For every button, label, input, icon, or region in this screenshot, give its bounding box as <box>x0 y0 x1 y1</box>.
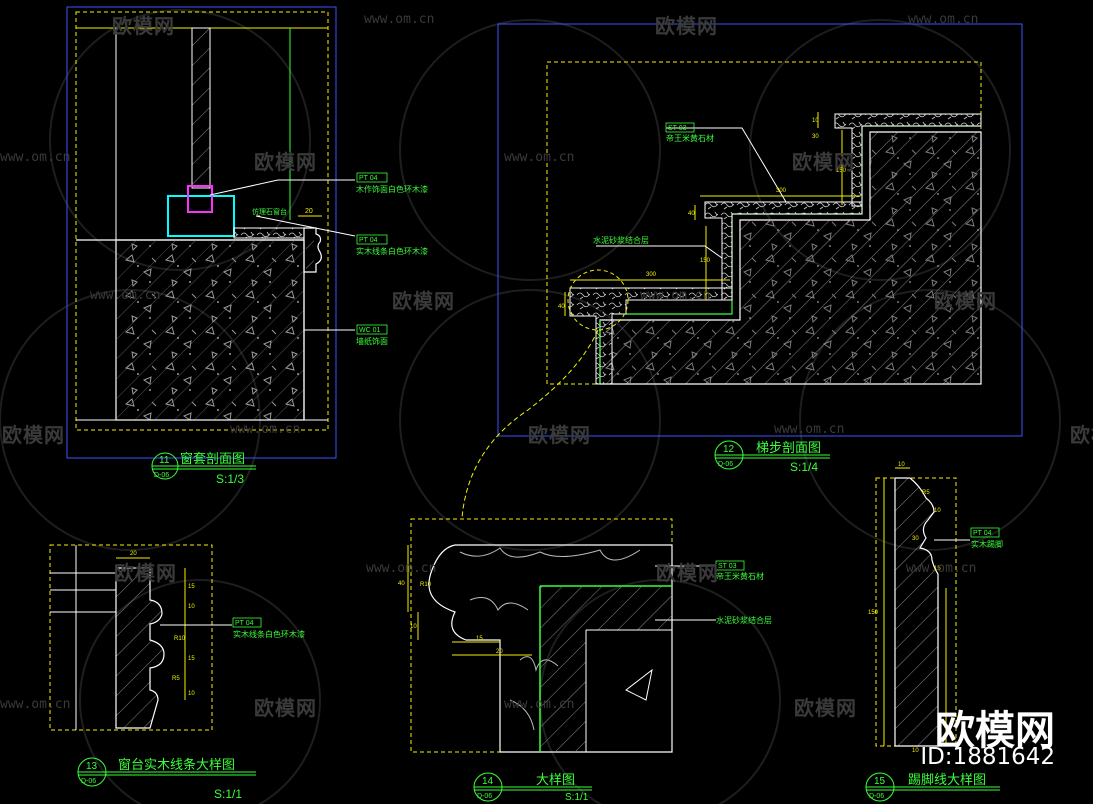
drawing-15-skirting-detail <box>865 467 1000 802</box>
d12-scale: S:1/4 <box>790 460 818 474</box>
d15-no: 15 <box>874 776 886 787</box>
d12-st-text: 帝王米黄石材 <box>666 133 714 143</box>
d12-mortar: 水泥砂浆结合层 <box>593 235 649 245</box>
watermark-brand: 欧模网 <box>656 561 719 585</box>
d12-title: 梯步剖面图 <box>756 440 821 455</box>
watermark-brand: 欧模网 <box>392 289 455 313</box>
d13-dim-top: 20 <box>130 551 137 557</box>
d11-wc-tag: WC 01 <box>359 327 381 334</box>
d12-dim-a: 10 <box>812 118 819 124</box>
d12-dim-e: 40 <box>688 211 695 217</box>
d11-scale: S:1/3 <box>216 472 244 486</box>
d13-dim-6: 10 <box>188 691 195 697</box>
watermark-site: www.om.cn <box>0 150 71 165</box>
watermark-brand: 欧模网 <box>528 423 591 447</box>
d13-dim-4: 15 <box>188 656 195 662</box>
drawing-13-sill-molding-detail <box>49 544 256 787</box>
d11-no: 11 <box>159 455 170 466</box>
watermark-site: www.om.cn <box>908 12 979 27</box>
d13-dim-3: R10 <box>174 636 186 642</box>
d15-title: 踢脚线大样图 <box>908 772 986 787</box>
d11-dim-a: 20 <box>305 208 313 215</box>
d14-st-tag: ST 03 <box>718 563 737 570</box>
watermark-brand: 欧模网 <box>2 423 65 447</box>
d14-dim-w2: 20 <box>496 649 503 655</box>
d12-sheet: D-06 <box>718 461 733 468</box>
watermark-brand: 欧模网 <box>1070 423 1093 447</box>
d14-scale: S:1/1 <box>565 792 589 803</box>
brand-logo: 欧模网 <box>935 708 1055 754</box>
d14-dim-w1: 15 <box>476 636 483 642</box>
d15-dim-b: 15 <box>934 566 941 572</box>
watermark-site: www.om.cn <box>640 288 711 303</box>
d11-pt04b-tag: PT 04 <box>359 237 378 244</box>
model-id: ID:1881642 <box>920 744 1055 770</box>
d14-dim-h1: 40 <box>398 581 405 587</box>
d12-dim-c: 300 <box>776 188 787 194</box>
d12-dim-b: 30 <box>812 134 819 140</box>
d15-dim-v: 10 <box>934 508 941 514</box>
d14-title: 大样图 <box>536 772 575 787</box>
d11-pt04a-tag: PT 04 <box>359 175 378 182</box>
d12-st-tag: ST 03 <box>668 125 687 132</box>
watermark-site: www.om.cn <box>504 697 575 712</box>
d14-no: 14 <box>482 776 494 787</box>
watermark-site: www.om.cn <box>364 12 435 27</box>
d15-dim-total: 150 <box>868 610 879 616</box>
d12-dim-f: 300 <box>646 272 657 278</box>
watermark-site: www.om.cn <box>366 561 437 576</box>
watermark-brand: 欧模网 <box>114 561 177 585</box>
watermark-brand: 欧模网 <box>254 150 317 174</box>
d12-no: 12 <box>723 444 735 455</box>
d14-sheet: D-06 <box>477 793 492 800</box>
d11-title: 窗套剖面图 <box>180 451 245 466</box>
watermark-brand: 欧模网 <box>792 150 855 174</box>
watermark-brand: 欧模网 <box>934 289 997 313</box>
drawing-14-detail <box>407 518 716 802</box>
d15-pt-text: 实木踢脚 <box>971 539 1003 549</box>
d14-dim-r: R10 <box>420 582 432 588</box>
d13-no: 13 <box>86 761 98 772</box>
watermark-brand: 欧模网 <box>794 696 857 720</box>
d11-sill-note: 仿理石窗台 <box>252 207 287 216</box>
d15-pt-tag: PT 04 <box>973 530 992 537</box>
watermark-brand: 欧模网 <box>254 696 317 720</box>
d11-sheet: D-06 <box>154 472 169 479</box>
watermark-site: www.om.cn <box>504 150 575 165</box>
watermark-site: www.om.cn <box>230 422 301 437</box>
d13-dim-2: 10 <box>188 604 195 610</box>
d13-sheet: D-06 <box>81 778 96 785</box>
drawing-12-stair-section <box>461 23 1023 519</box>
d13-dim-1: 15 <box>188 584 195 590</box>
d14-st-text: 帝王米黄石材 <box>716 571 764 581</box>
d12-dim-d: 150 <box>836 168 847 174</box>
watermark-site: www.om.cn <box>0 697 71 712</box>
drawing-11-window-casing-section <box>66 6 356 480</box>
d15-dim-a: 30 <box>912 536 919 542</box>
watermark-site: www.om.cn <box>774 422 845 437</box>
d13-scale: S:1/1 <box>214 787 242 801</box>
watermark-site: www.om.cn <box>90 288 161 303</box>
watermark-brand: 欧模网 <box>112 14 175 38</box>
d13-pt-text: 实木线条白色环木漆 <box>233 629 305 639</box>
d11-pt04a-text: 木作饰面白色环木漆 <box>356 184 428 194</box>
watermark-site: www.om.cn <box>906 561 977 576</box>
d13-title: 窗台实木线条大样图 <box>118 757 235 772</box>
d11-wc-text: 墙纸饰面 <box>356 336 388 346</box>
watermark-brand: 欧模网 <box>655 14 718 38</box>
d14-dim-h2: 10 <box>410 624 417 630</box>
d13-pt-tag: PT 04 <box>235 620 254 627</box>
d15-dim-bot: 10 <box>912 748 919 754</box>
d13-dim-5: R5 <box>172 676 180 682</box>
d11-pt04b-text: 实木线条白色环木漆 <box>356 246 428 256</box>
d15-dim-r: R5 <box>922 490 930 496</box>
d14-mortar: 水泥砂浆结合层 <box>716 615 772 625</box>
d12-dim-g: 150 <box>700 258 711 264</box>
d15-dim-top: 10 <box>898 462 905 468</box>
d12-dim-h: 40 <box>558 304 565 310</box>
d15-sheet: D-06 <box>869 793 884 800</box>
